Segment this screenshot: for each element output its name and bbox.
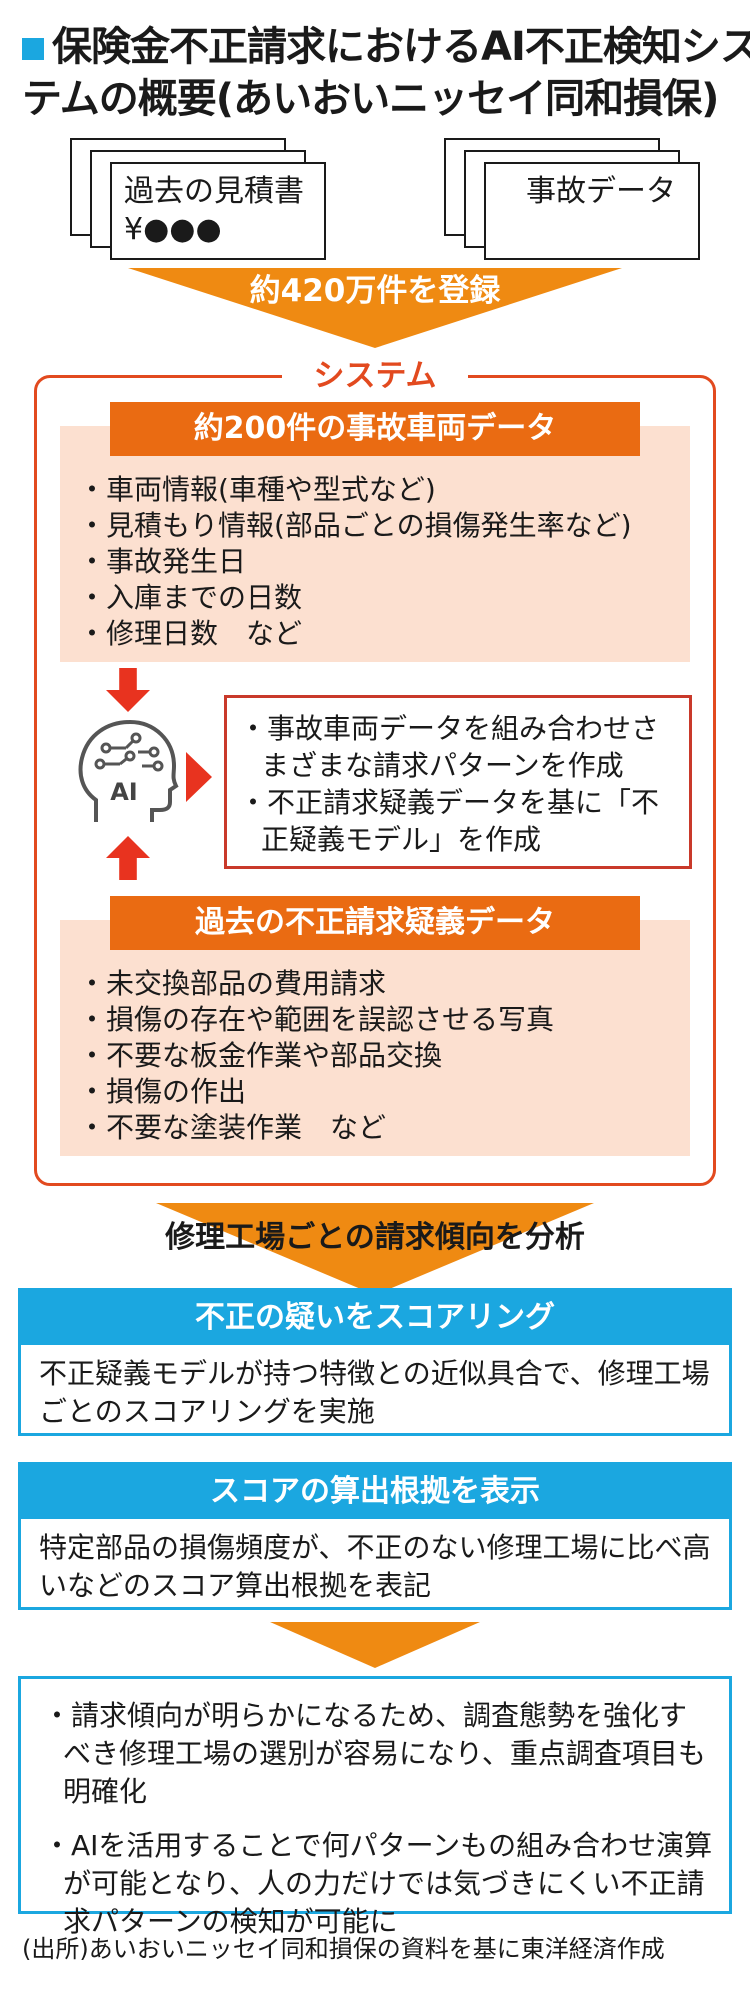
result-arrow <box>270 1622 480 1668</box>
fraud-data-header: 過去の不正請求疑義データ <box>110 896 640 950</box>
fraud-item: ・未交換部品の費用請求 <box>78 967 387 1000</box>
vehicle-data-panel <box>60 426 690 662</box>
fraud-data-list: ・未交換部品の費用請求 ・損傷の存在や範囲を誤認させる写真 ・不要な板金作業や部… <box>78 966 554 1146</box>
basis-panel: スコアの算出根拠を表示 特定部品の損傷頻度が、不正のない修理工場に比べ高いなどの… <box>18 1462 732 1610</box>
estimate-paper-front: 過去の見積書 ¥●●● <box>110 162 326 260</box>
ai-output-box: ・事故車両データを組み合わせさまざまな請求パターンを作成 ・不正請求疑義データを… <box>224 695 692 869</box>
vehicle-item: ・事故発生日 <box>78 545 247 578</box>
ai-icon-label: AI <box>110 778 138 806</box>
analysis-label: 修理工場ごとの請求傾向を分析 <box>165 1220 585 1255</box>
vehicle-item: ・車両情報(車種や型式など) <box>78 473 436 506</box>
estimate-document-stack: 過去の見積書 ¥●●● <box>70 138 332 262</box>
result-item: ・請求傾向が明らかになるため、調査態勢を強化すべき修理工場の選別が容易になり、重… <box>43 1699 706 1808</box>
title-marker <box>22 38 44 60</box>
vehicle-item: ・入庫までの日数 <box>78 581 303 614</box>
vehicle-data-header: 約200件の事故車両データ <box>110 402 640 456</box>
fraud-item: ・不要な塗装作業 など <box>78 1111 387 1144</box>
vehicle-item: ・見積もり情報(部品ごとの損傷発生率など) <box>78 509 632 542</box>
register-label: 約420万件を登録 <box>249 273 501 309</box>
scoring-body: 不正疑義モデルが持つ特徴との近似具合で、修理工場ごとのスコアリングを実施 <box>39 1357 710 1428</box>
title-line-1: 保険金不正請求におけるAI不正検知シス <box>52 24 750 70</box>
fraud-data-panel <box>60 920 690 1156</box>
accident-paper-front: 事故データ <box>484 162 700 260</box>
fraud-item: ・損傷の作出 <box>78 1075 247 1108</box>
ai-output-item: ・不正請求疑義データを基に「不正疑義モデル」を作成 <box>239 786 660 856</box>
basis-body: 特定部品の損傷頻度が、不正のない修理工場に比べ高いなどのスコア算出根拠を表記 <box>39 1531 711 1602</box>
accident-label: 事故データ <box>526 174 676 209</box>
fraud-item: ・損傷の存在や範囲を誤認させる写真 <box>78 1003 555 1036</box>
vehicle-item: ・修理日数 など <box>78 617 303 650</box>
system-label: システム <box>282 356 468 396</box>
ai-head-icon: AI <box>76 718 180 830</box>
result-item: ・AIを活用することで何パターンもの組み合わせ演算が可能となり、人の力だけでは気… <box>43 1829 713 1938</box>
accident-document-stack: 事故データ <box>444 138 706 262</box>
basis-header: スコアの算出根拠を表示 <box>21 1465 729 1519</box>
estimate-value: ¥●●● <box>124 212 222 247</box>
title-line-2: テムの概要(あいおいニッセイ同和損保) <box>22 76 719 122</box>
results-panel: ・請求傾向が明らかになるため、調査態勢を強化すべき修理工場の選別が容易になり、重… <box>18 1676 732 1938</box>
scoring-header: 不正の疑いをスコアリング <box>21 1291 729 1345</box>
source-note: (出所)あいおいニッセイ同和損保の資料を基に東洋経済作成 <box>22 1935 665 1963</box>
ai-output-item: ・事故車両データを組み合わせさまざまな請求パターンを作成 <box>239 712 660 782</box>
scoring-panel: 不正の疑いをスコアリング 不正疑義モデルが持つ特徴との近似具合で、修理工場ごとの… <box>18 1288 732 1436</box>
vehicle-data-list: ・車両情報(車種や型式など) ・見積もり情報(部品ごとの損傷発生率など) ・事故… <box>78 472 632 652</box>
estimate-label: 過去の見積書 <box>124 174 304 209</box>
fraud-item: ・不要な板金作業や部品交換 <box>78 1039 443 1072</box>
